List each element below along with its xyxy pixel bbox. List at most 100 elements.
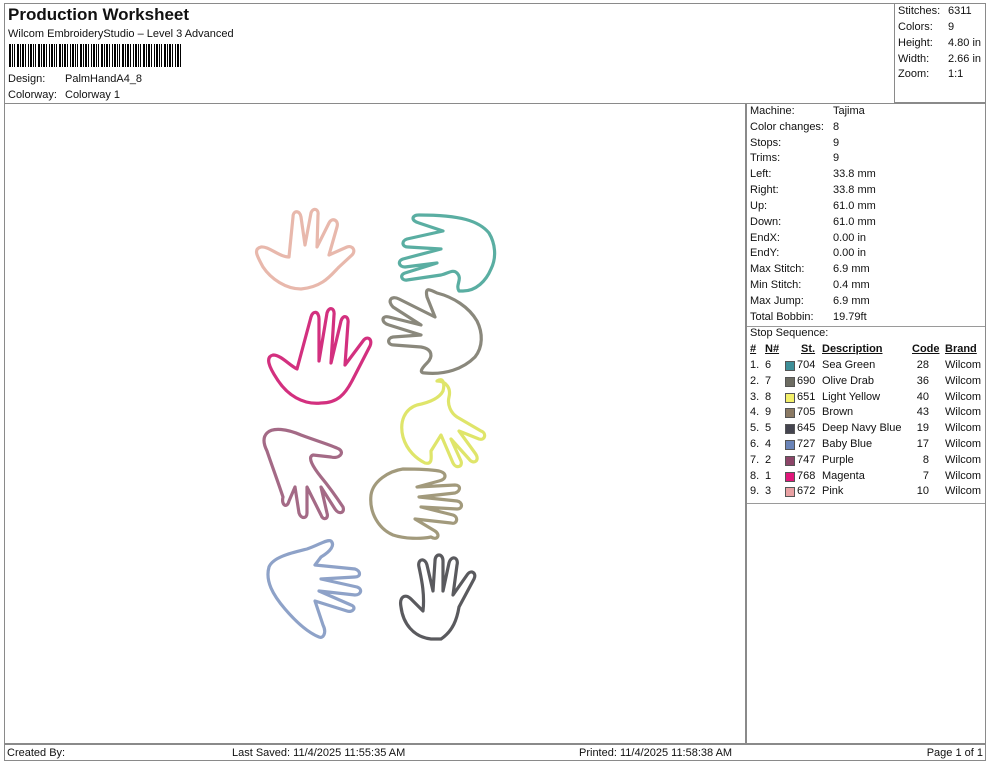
info-row-trims: Trims:9 [750,152,840,164]
colorway-label: Colorway: [8,89,57,101]
seq-needle: 1 [765,469,772,482]
info-row-right: Right:33.8 mm [750,184,876,196]
seq-index: 1. [750,359,760,371]
deep-navy-hand-outline [399,553,477,641]
seq-index: 9. [750,485,760,498]
seq-code: 19 [916,422,929,435]
info-divider [747,326,985,327]
created-by: Created By: [7,747,66,759]
seq-brand: Wilcom [945,485,982,498]
seq-stitch-code: 645 [797,422,816,435]
color-swatch-icon [785,376,795,387]
seq-stitch-code: 705 [797,406,816,419]
seq-description: Pink [822,485,844,498]
seq-needle: 5 [765,422,772,435]
baby-blue-hand-outline [266,539,363,639]
left-border [4,3,5,103]
info-row-up: Up:61.0 mm [750,200,876,212]
summary-stitches: Stitches: 6311 [898,5,972,17]
barcode-icon [9,44,181,67]
seq-description: Deep Navy Blue [822,422,902,435]
seq-code: 28 [916,359,929,371]
seq-index: 7. [750,453,760,466]
color-swatch-icon [785,440,795,450]
seq-needle: 9 [765,406,772,419]
color-swatch-icon [785,361,795,371]
seq-stitch-code: 768 [797,469,816,482]
seq-description: Olive Drab [822,374,874,387]
stop-sequence-row: 5. 5 645 Deep Navy Blue 19 Wilcom [747,422,985,438]
info-row-min-stitch: Min Stitch:0.4 mm [750,279,870,291]
seq-brand: Wilcom [945,374,982,387]
seq-code: 8 [922,453,929,466]
design-label: Design: [8,73,46,85]
footer-right-border [985,744,986,761]
software-subtitle: Wilcom EmbroideryStudio – Level 3 Advanc… [8,28,234,40]
top-border [4,3,986,4]
design-value: PalmHandA4_8 [65,73,143,85]
seq-brand: Wilcom [945,359,982,371]
seq-brand: Wilcom [945,469,982,482]
seq-description: Purple [822,453,854,466]
seq-index: 6. [750,438,760,450]
seq-description: Light Yellow [822,390,881,403]
seq-needle: 2 [765,453,772,466]
seq-needle: 7 [765,374,772,387]
seq-stitch-code: 747 [797,453,816,466]
colorway-value: Colorway 1 [65,89,121,101]
seq-index: 8. [750,469,760,482]
seq-index: 5. [750,422,760,435]
design-preview-canvas [4,103,746,744]
color-swatch-icon [785,471,795,482]
seq-code: 10 [916,485,929,498]
summary-box: Stitches: 6311 Colors: 9 Height: 4.80 in… [894,3,986,103]
sea-green-hand-outline [397,213,497,293]
seq-needle: 3 [765,485,772,498]
seq-stitch-code: 672 [797,485,816,498]
sequence-divider [747,503,985,504]
info-row-total-bobbin: Total Bobbin:19.79ft [750,311,867,323]
info-row-endx: EndX:0.00 in [750,232,867,244]
stop-sequence-heading: Stop Sequence: [750,327,829,339]
page-number: Page 1 of 1 [926,747,983,759]
info-row-machine: Machine:Tajima [750,105,865,117]
seq-stitch-code: 704 [797,359,816,371]
seq-index: 2. [750,374,760,387]
color-swatch-icon [785,424,795,435]
info-row-stops: Stops:9 [750,137,840,149]
seq-stitch-code: 727 [797,438,816,450]
seq-description: Baby Blue [822,438,873,450]
summary-height: Height: 4.80 in [898,37,982,49]
info-row-left: Left:33.8 mm [750,168,876,180]
seq-needle: 6 [765,359,772,371]
light-yellow-hand-outline [400,378,487,469]
info-row-endy: EndY:0.00 in [750,247,867,259]
seq-brand: Wilcom [945,438,982,450]
color-swatch-icon [785,455,795,466]
summary-colors: Colors: 9 [898,21,955,33]
purple-hand-outline [262,427,345,521]
seq-code: 17 [916,438,929,450]
machine-info-panel: Machine:Tajima Color changes:8 Stops:9 T… [746,103,986,744]
summary-width: Width: 2.66 in [898,53,982,65]
info-row-max-stitch: Max Stitch:6.9 mm [750,263,870,275]
seq-code: 36 [916,374,929,387]
pink-hand-outline [254,207,356,291]
color-swatch-icon [785,392,795,403]
seq-index: 4. [750,406,760,419]
seq-description: Brown [822,406,854,419]
info-row-down: Down:61.0 mm [750,216,876,228]
info-row-color-changes: Color changes:8 [750,121,840,133]
info-row-max-jump: Max Jump:6.9 mm [750,295,870,307]
seq-brand: Wilcom [945,422,982,435]
seq-description: Magenta [822,469,865,482]
summary-zoom: Zoom: 1:1 [898,68,964,80]
olive-drab-hand-outline [381,288,483,375]
printed-date: Printed: 11/4/2025 11:58:38 AM [579,747,733,759]
seq-code: 40 [916,390,929,403]
